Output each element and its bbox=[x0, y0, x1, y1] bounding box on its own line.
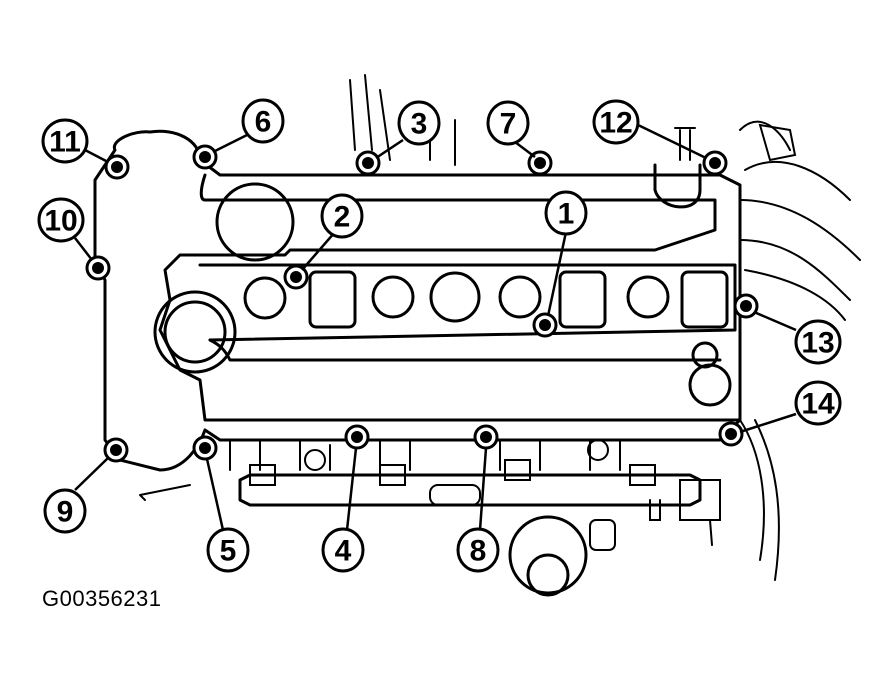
figure-id-label: G00356231 bbox=[42, 586, 162, 611]
callout-label-13: 13 bbox=[801, 327, 834, 360]
callout-label-2: 2 bbox=[334, 201, 351, 234]
callout-3: 3 bbox=[397, 100, 441, 146]
callout-5: 5 bbox=[206, 527, 250, 573]
valve-cover-body bbox=[93, 129, 742, 472]
callout-13: 13 bbox=[794, 319, 842, 365]
callouts: 1 2 3 4 5 6 7 8 bbox=[37, 98, 842, 573]
callout-1: 1 bbox=[544, 190, 588, 236]
spark-plug-holes bbox=[243, 163, 732, 407]
callout-8: 8 bbox=[456, 527, 500, 573]
bolt-12 bbox=[702, 150, 728, 176]
bolt-1 bbox=[532, 312, 558, 338]
callout-label-8: 8 bbox=[470, 535, 487, 568]
callout-12: 12 bbox=[592, 99, 640, 145]
callout-7: 7 bbox=[486, 100, 530, 146]
bolt-13 bbox=[733, 293, 759, 319]
bolts bbox=[85, 144, 759, 463]
bolt-2 bbox=[283, 264, 309, 290]
callout-label-11: 11 bbox=[49, 126, 81, 159]
callout-9: 9 bbox=[43, 488, 87, 534]
bolt-9 bbox=[103, 437, 129, 463]
callout-14: 14 bbox=[794, 380, 842, 426]
bolt-5 bbox=[192, 435, 218, 461]
oil-filler-cap bbox=[153, 182, 295, 374]
callout-label-5: 5 bbox=[220, 535, 237, 568]
callout-6: 6 bbox=[241, 98, 285, 144]
callout-10: 10 bbox=[37, 197, 85, 243]
callout-label-3: 3 bbox=[411, 108, 428, 141]
callout-label-1: 1 bbox=[558, 198, 575, 231]
callout-label-12: 12 bbox=[599, 107, 632, 140]
fuel-rail-and-injectors bbox=[139, 439, 721, 597]
bolt-4 bbox=[344, 424, 370, 450]
bolt-11 bbox=[104, 154, 130, 180]
bolt-3 bbox=[355, 150, 381, 176]
callout-label-14: 14 bbox=[801, 388, 835, 421]
callout-label-7: 7 bbox=[500, 108, 517, 141]
callout-2: 2 bbox=[320, 193, 364, 239]
leader-lines bbox=[74, 122, 797, 531]
bolt-6 bbox=[192, 144, 218, 170]
callout-label-9: 9 bbox=[57, 496, 74, 529]
callout-label-6: 6 bbox=[255, 106, 272, 139]
bolt-10 bbox=[85, 255, 111, 281]
engine-background-lines bbox=[349, 74, 861, 581]
callout-4: 4 bbox=[321, 527, 365, 573]
callout-label-4: 4 bbox=[335, 535, 352, 568]
callout-label-10: 10 bbox=[44, 205, 77, 238]
bolt-14 bbox=[718, 421, 744, 447]
callout-11: 11 bbox=[41, 118, 89, 164]
bolt-8 bbox=[473, 424, 499, 450]
